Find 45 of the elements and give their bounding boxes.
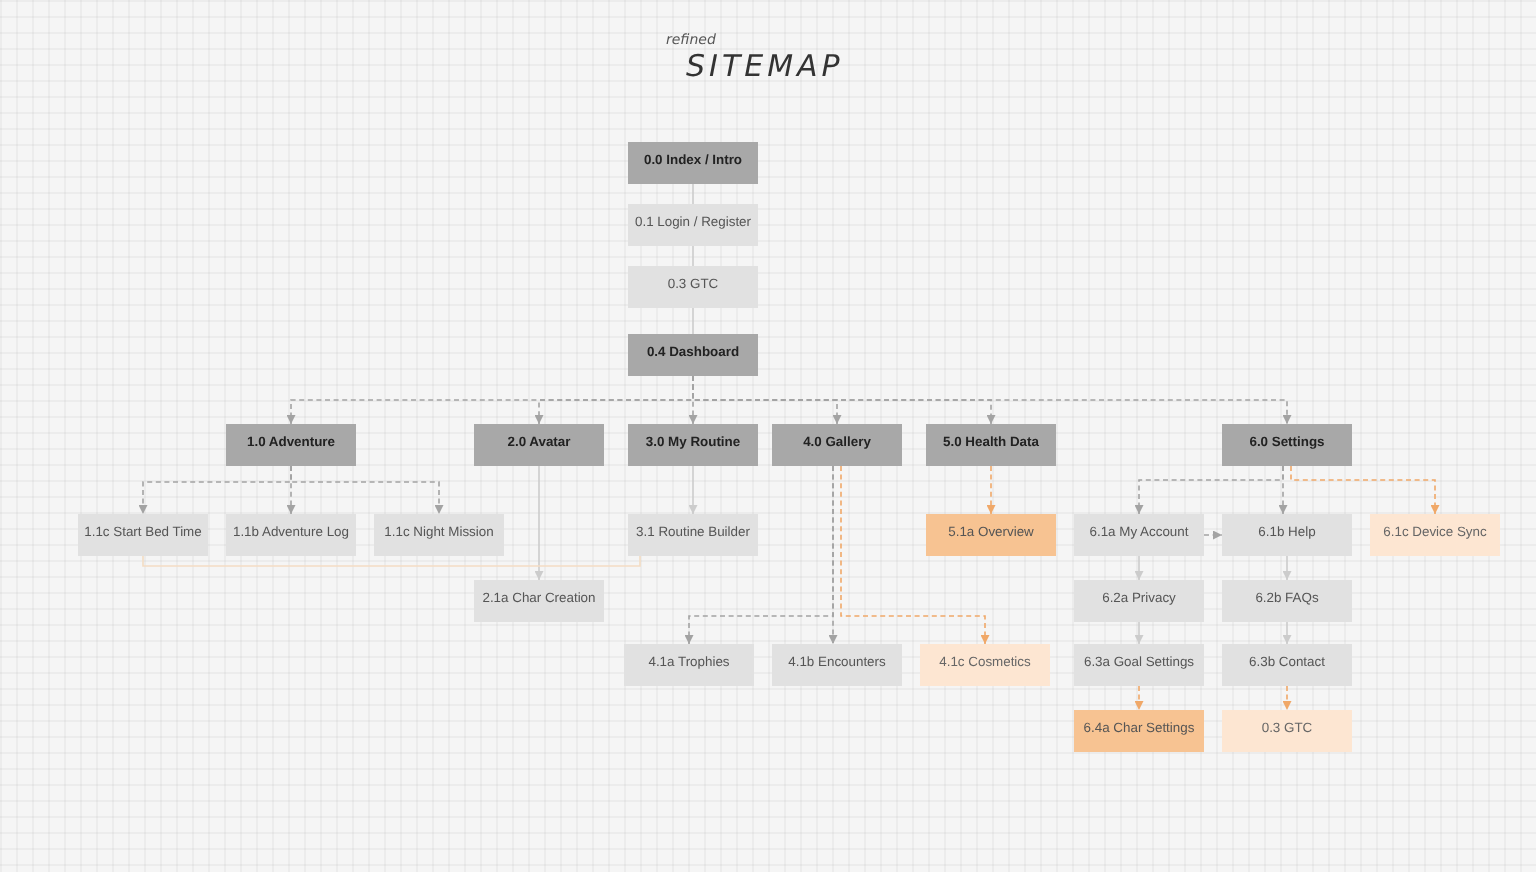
connector-arrow bbox=[1203, 530, 1223, 540]
page-box bbox=[926, 514, 1056, 556]
page-box bbox=[772, 424, 902, 466]
connector-arrow bbox=[1282, 555, 1292, 581]
connector-arrow bbox=[1134, 685, 1144, 711]
diagram-title: SITEMAP bbox=[686, 52, 844, 82]
page-box bbox=[1074, 644, 1204, 686]
page-box bbox=[1074, 710, 1204, 752]
page-box bbox=[1370, 514, 1500, 556]
connector-arrow bbox=[986, 465, 996, 515]
connector-arrow bbox=[828, 465, 838, 645]
page-box bbox=[628, 424, 758, 466]
page-box bbox=[374, 514, 504, 556]
connector-arrow bbox=[1134, 621, 1144, 645]
page-box bbox=[474, 580, 604, 622]
page-box bbox=[628, 266, 758, 308]
page-box bbox=[628, 514, 758, 556]
connector-arrow bbox=[1290, 465, 1440, 515]
connector-arrow bbox=[1278, 465, 1288, 515]
page-box bbox=[1222, 710, 1352, 752]
connector-arrow bbox=[1282, 685, 1292, 711]
page-box bbox=[226, 514, 356, 556]
page-box bbox=[628, 142, 758, 184]
connector-arrow bbox=[1134, 555, 1144, 581]
page-box bbox=[920, 644, 1050, 686]
page-box bbox=[628, 334, 758, 376]
connector-arrow bbox=[840, 465, 990, 645]
connector-line bbox=[142, 555, 641, 567]
page-box bbox=[78, 514, 208, 556]
page-box bbox=[624, 644, 754, 686]
page-box bbox=[1222, 514, 1352, 556]
page-box bbox=[1074, 580, 1204, 622]
page-box bbox=[1222, 580, 1352, 622]
page-box bbox=[628, 204, 758, 246]
connector-arrow bbox=[534, 465, 544, 581]
connector-arrow bbox=[688, 465, 698, 515]
page-box bbox=[1074, 514, 1204, 556]
page-box bbox=[474, 424, 604, 466]
connector-arrow bbox=[1282, 621, 1292, 645]
connector-arrow bbox=[290, 465, 444, 515]
page-box bbox=[1222, 424, 1352, 466]
page-box bbox=[772, 644, 902, 686]
page-box bbox=[226, 424, 356, 466]
page-box bbox=[926, 424, 1056, 466]
page-box bbox=[1222, 644, 1352, 686]
